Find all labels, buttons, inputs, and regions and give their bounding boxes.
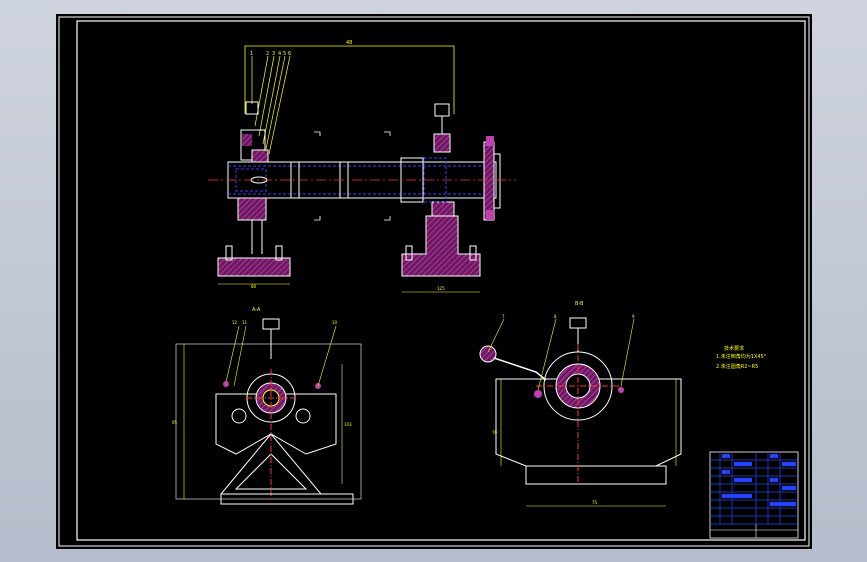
part-label-5: 5: [283, 51, 286, 57]
title-block: [709, 451, 799, 539]
right-label-8: 8: [554, 314, 557, 319]
top-dimension-text: 48: [346, 40, 352, 46]
drawing-canvas: 48 1 2 3 4 5 6: [58, 16, 810, 547]
right-label-7: 7: [502, 314, 505, 319]
part-leaders: [251, 55, 291, 155]
left-label-11: 11: [242, 320, 248, 325]
tech-notes: 技术要求 1.未注倒角均为1X45° 2.未注圆角R2~R5: [716, 345, 767, 370]
left-height-dim-1: 95: [172, 420, 178, 425]
outer-frame: [58, 16, 810, 547]
left-height-dim-2: 103: [344, 422, 352, 427]
right-view: B-B: [479, 301, 682, 507]
part-label-3: 3: [272, 51, 275, 57]
main-view: 48 1 2 3 4 5 6: [208, 40, 516, 293]
inner-frame: [76, 20, 806, 541]
right-base-dimension: 125: [437, 286, 445, 291]
part-label-1: 1: [250, 51, 253, 57]
right-base-dim: 75: [592, 500, 598, 505]
left-label-12: 12: [232, 320, 238, 325]
tech-note-2: 2.未注圆角R2~R5: [716, 363, 758, 370]
right-support: 125: [401, 103, 481, 293]
right-label-9: 9: [632, 314, 635, 319]
part-label-2: 2: [266, 51, 269, 57]
right-view-title: B-B: [575, 301, 584, 307]
spindle-shaft: [208, 136, 516, 221]
tech-note-1: 1.未注倒角均为1X45°: [716, 353, 767, 360]
left-base-dimension: 80: [251, 284, 257, 289]
drawing-sheet: 48 1 2 3 4 5 6: [56, 14, 812, 549]
left-view: A-A: [172, 307, 362, 505]
part-label-4: 4: [278, 51, 281, 57]
left-view-title: A-A: [252, 307, 261, 313]
left-support: 80: [217, 101, 291, 289]
tech-note-title: 技术要求: [724, 345, 744, 352]
right-height-dim: 70: [492, 430, 498, 435]
part-label-6: 6: [288, 51, 291, 57]
left-label-10: 10: [332, 320, 338, 325]
